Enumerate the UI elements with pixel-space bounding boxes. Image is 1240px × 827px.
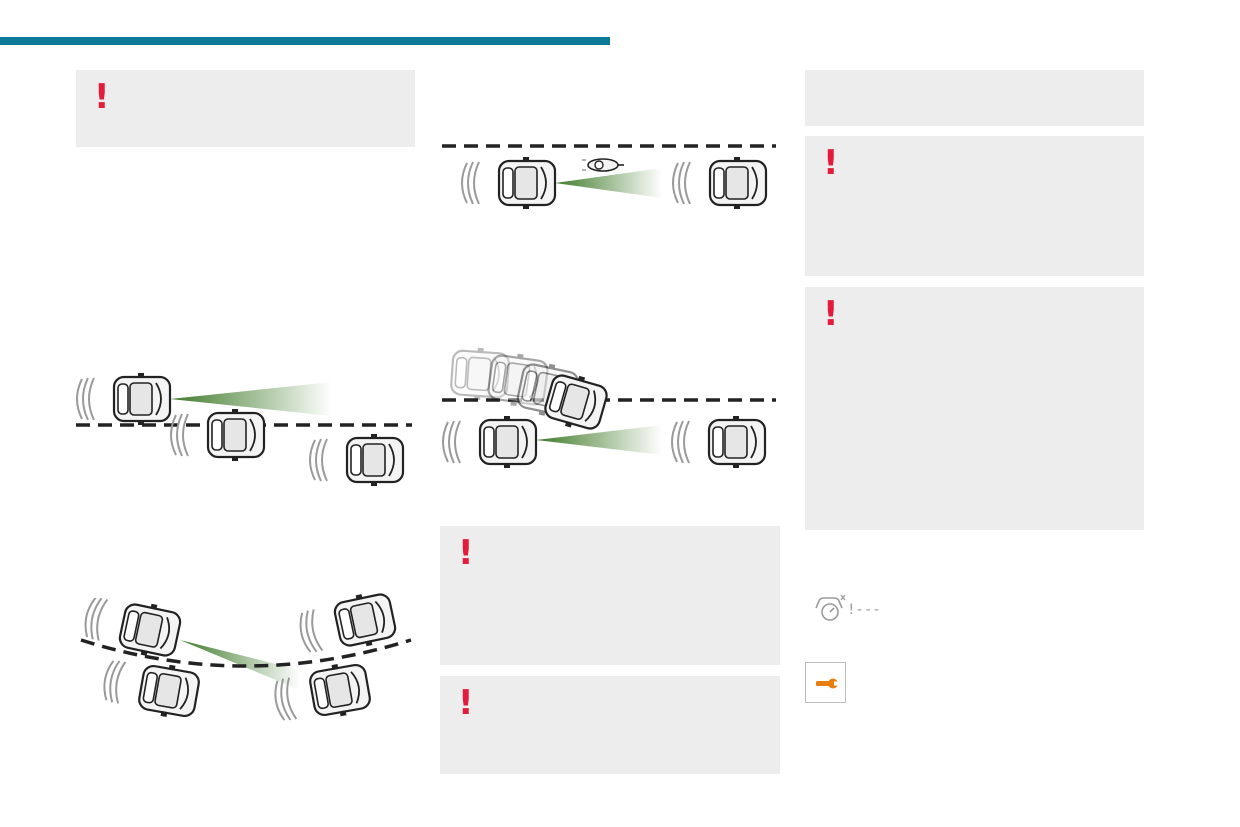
- car-icon: [76, 371, 172, 427]
- radar-beam: [555, 168, 662, 198]
- car-icon: [672, 155, 768, 211]
- warning-callout: !: [440, 526, 780, 665]
- car-icon: [309, 432, 405, 488]
- car-overtaking-illustration: [76, 371, 412, 488]
- warning-icon: !: [823, 143, 839, 183]
- speed-limit-system-icon: !---: [812, 592, 902, 626]
- car-icon: [81, 594, 184, 663]
- wrench-icon: [805, 662, 846, 703]
- warning-icon: !: [823, 294, 839, 334]
- car-curve-illustration: [80, 587, 412, 723]
- car-cutting-in-illustration: [442, 345, 776, 470]
- radar-beam: [170, 382, 332, 416]
- car-icon: [100, 658, 203, 723]
- warning-callout: !: [440, 676, 780, 774]
- warning-icon: !: [458, 533, 474, 573]
- car-icon: [442, 414, 538, 470]
- lane-marking: [80, 638, 412, 668]
- speed-limit-readout: !---: [847, 602, 881, 618]
- motorcycle-icon: [582, 158, 624, 172]
- warning-callout: !: [805, 287, 1144, 530]
- warning-icon: !: [458, 683, 474, 723]
- warning-callout: !: [805, 136, 1144, 276]
- warning-icon: !: [94, 77, 110, 117]
- radar-beam: [536, 425, 662, 455]
- car-icon: [461, 155, 557, 211]
- info-callout: [805, 70, 1144, 126]
- motorcycle-in-lane-illustration: [442, 144, 776, 211]
- car-icon: [671, 414, 767, 470]
- car-icon: [296, 587, 399, 656]
- header-bar: [0, 37, 610, 45]
- car-icon: [170, 407, 266, 463]
- warning-callout: !: [76, 70, 415, 147]
